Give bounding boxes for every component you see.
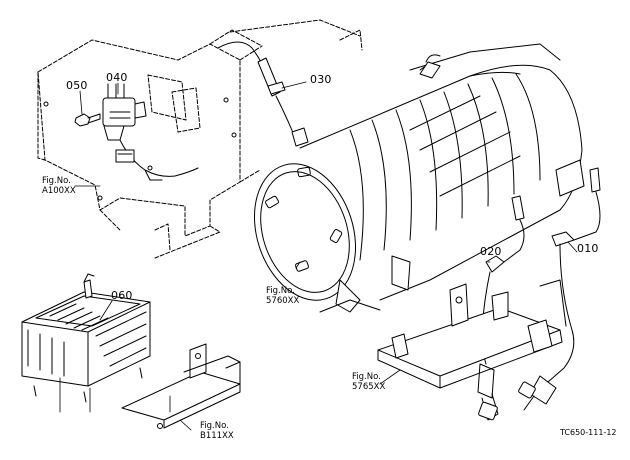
figure-ref-number: B111XX xyxy=(200,431,234,441)
figure-ref-number: 5760XX xyxy=(266,296,300,306)
part-number-020[interactable]: 020 xyxy=(480,245,502,258)
part-number-040[interactable]: 040 xyxy=(106,71,128,84)
bolt-050 xyxy=(74,113,101,127)
controller-060 xyxy=(21,273,151,403)
figure-ref-5765[interactable]: Fig.No. 5765XX xyxy=(352,372,385,392)
part-number-060[interactable]: 060 xyxy=(111,289,133,302)
drawing-code: TC650-111-12 xyxy=(560,428,617,437)
figure-ref-label: Fig.No. xyxy=(352,372,381,382)
figure-ref-a100[interactable]: Fig.No. A100XX xyxy=(42,176,76,196)
figure-ref-number: A100XX xyxy=(42,186,76,196)
figure-ref-label: Fig.No. xyxy=(200,421,229,431)
part-number-030[interactable]: 030 xyxy=(310,73,332,86)
harness-010 xyxy=(518,167,601,411)
figure-ref-5760[interactable]: Fig.No. 5760XX xyxy=(266,286,299,306)
part-number-010[interactable]: 010 xyxy=(577,242,599,255)
leader-lines xyxy=(59,81,578,431)
sensor-030 xyxy=(217,41,309,147)
mounting-bracket xyxy=(37,19,363,259)
figure-ref-label: Fig.No. xyxy=(266,286,295,296)
figure-ref-b111[interactable]: Fig.No. B111XX xyxy=(200,421,234,441)
figure-ref-label: Fig.No. xyxy=(42,176,71,186)
figure-ref-number: 5765XX xyxy=(352,382,386,392)
harness-bracket xyxy=(377,279,567,389)
part-number-050[interactable]: 050 xyxy=(66,79,88,92)
sensor-040 xyxy=(102,83,199,181)
exhaust-canister xyxy=(253,43,585,313)
controller-plate xyxy=(121,343,241,429)
